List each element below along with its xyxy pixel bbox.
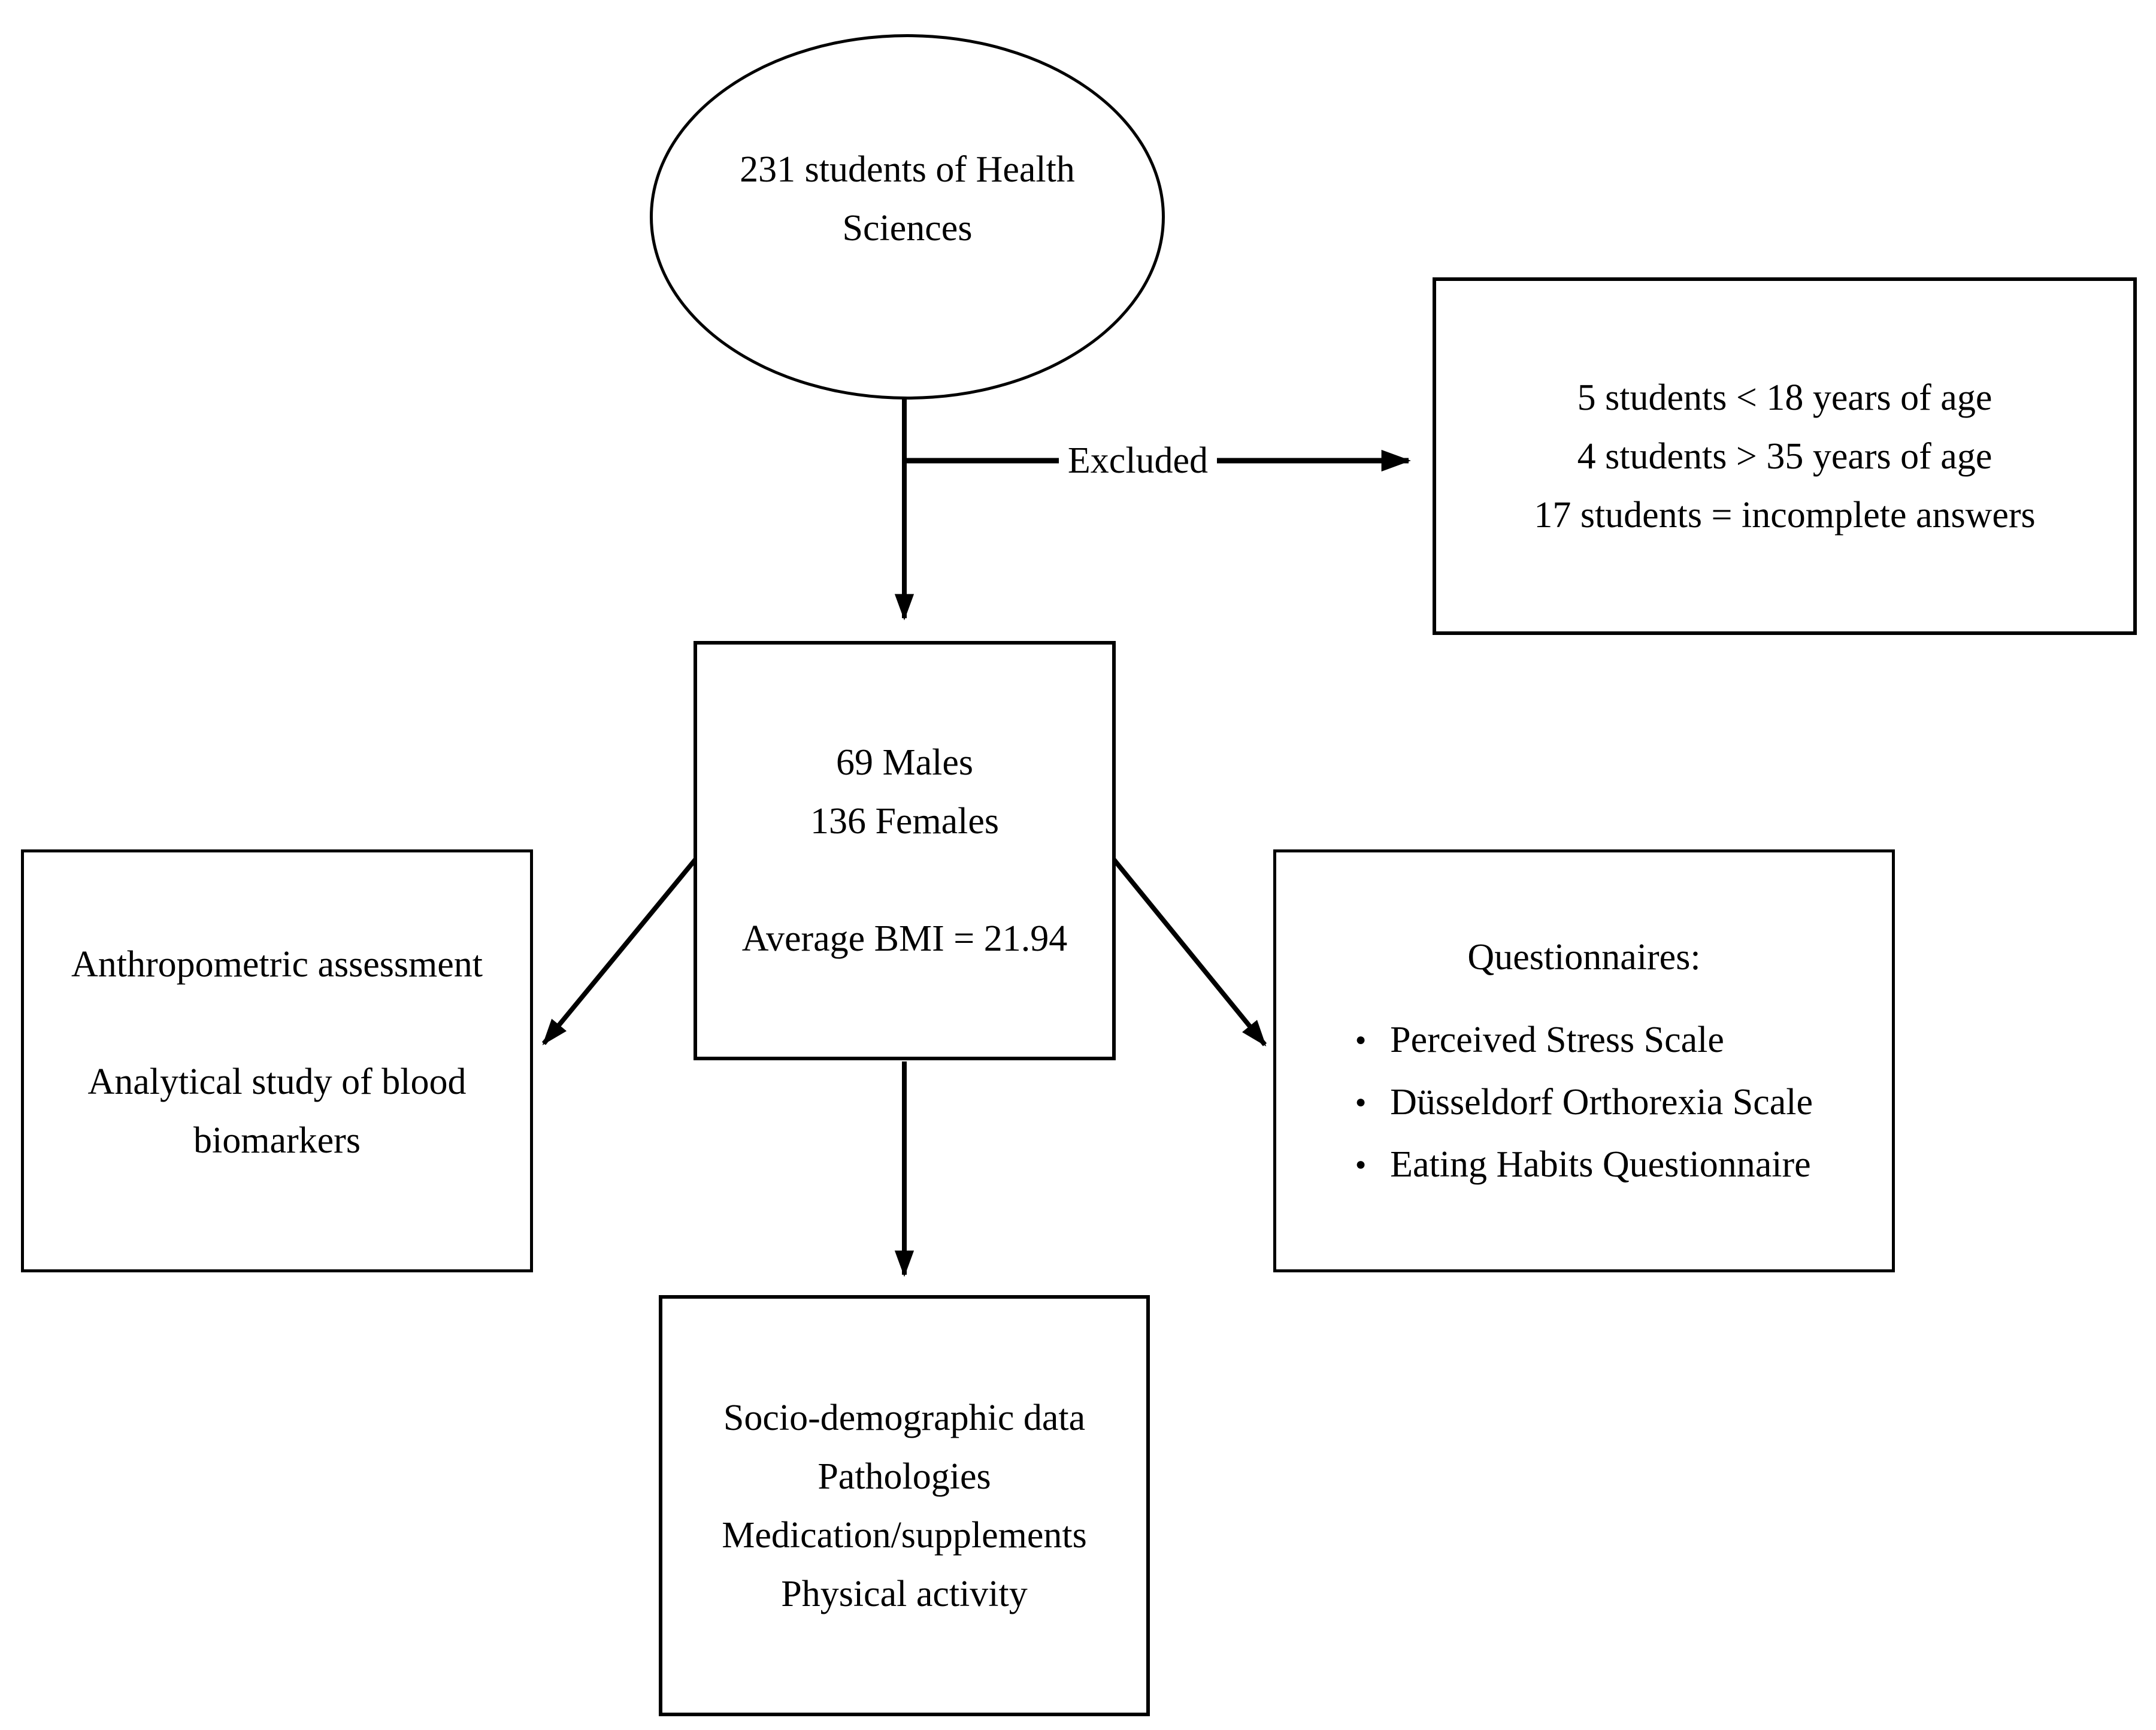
bullet-icon: ● <box>1355 1154 1367 1174</box>
exclusion-line: 4 students > 35 years of age <box>1577 435 1993 477</box>
bullet-icon: ● <box>1355 1092 1367 1112</box>
anthropometric-line: Analytical study of blood <box>87 1061 467 1102</box>
sample-line: Average BMI = 21.94 <box>741 918 1068 959</box>
exclusion-box: 5 students < 18 years of age 4 students … <box>1433 277 2137 635</box>
data-collection-line: Socio-demographic data <box>723 1397 1086 1438</box>
anthropometric-box-text: Anthropometric assessment Analytical stu… <box>71 935 483 1170</box>
questionnaire-item: ● Düsseldorf Orthorexia Scale <box>1355 1071 1813 1133</box>
questionnaire-item-label: Eating Habits Questionnaire <box>1390 1144 1811 1185</box>
questionnaires-list: ● Perceived Stress Scale ● Düsseldorf Or… <box>1355 1009 1813 1196</box>
ellipse-text-line: Sciences <box>842 208 973 249</box>
data-collection-line: Physical activity <box>781 1573 1028 1614</box>
anthropometric-line <box>71 994 483 1052</box>
bullet-icon: ● <box>1355 1030 1367 1050</box>
sample-box: 69 Males 136 Females Average BMI = 21.94 <box>694 641 1116 1060</box>
population-ellipse: 231 students of Health Sciences <box>650 34 1165 400</box>
questionnaires-box: Questionnaires: ● Perceived Stress Scale… <box>1273 849 1895 1272</box>
population-ellipse-text: 231 students of Health Sciences <box>740 140 1075 258</box>
questionnaire-item-label: Düsseldorf Orthorexia Scale <box>1390 1082 1813 1123</box>
ellipse-text-line: 231 students of Health <box>740 149 1075 190</box>
anthropometric-box: Anthropometric assessment Analytical stu… <box>21 849 533 1272</box>
excluded-label: Excluded <box>1067 440 1209 481</box>
data-collection-line: Pathologies <box>817 1456 991 1497</box>
arrow-to-questionnaires-box <box>1106 851 1267 1047</box>
questionnaire-item: ● Perceived Stress Scale <box>1355 1009 1724 1071</box>
questionnaire-item: ● Eating Habits Questionnaire <box>1355 1133 1811 1196</box>
exclusion-line: 17 students = incomplete answers <box>1534 494 2036 536</box>
sample-line: 136 Females <box>810 801 1000 842</box>
sample-line: 69 Males <box>835 742 974 783</box>
questionnaire-item-label: Perceived Stress Scale <box>1390 1020 1724 1060</box>
data-collection-line: Medication/supplements <box>722 1514 1087 1556</box>
anthropometric-line: biomarkers <box>193 1120 361 1161</box>
questionnaires-heading: Questionnaires: <box>1467 937 1701 978</box>
data-collection-box: Socio-demographic data Pathologies Medic… <box>659 1295 1150 1716</box>
arrow-to-anthropometric-box <box>541 851 703 1045</box>
exclusion-line: 5 students < 18 years of age <box>1577 377 1993 418</box>
anthropometric-line: Anthropometric assessment <box>71 944 483 985</box>
